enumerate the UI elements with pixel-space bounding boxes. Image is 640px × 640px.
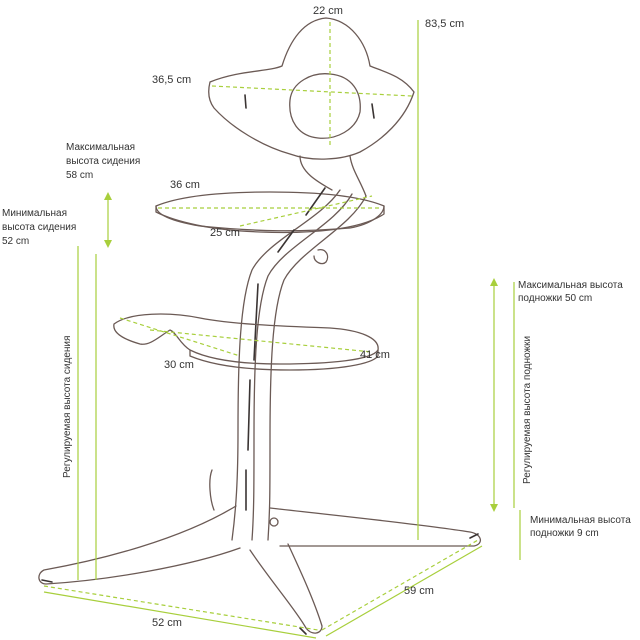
footrest-plate [113, 313, 379, 365]
base-hub-screw [269, 517, 279, 527]
dim-footrest-range-arrow-top [490, 278, 498, 286]
dim-seat-range-arrow-bottom [104, 240, 112, 248]
label-backrest-height: 22 cm [313, 5, 343, 17]
backrest-neck [299, 155, 367, 197]
stem-mid [251, 193, 353, 541]
base-leg-left [38, 505, 241, 585]
label-max-seat-height-2: высота сидения [66, 156, 140, 167]
dim-footrest-width [149, 329, 373, 353]
stem-slot-3 [253, 283, 259, 361]
chair-drawing [38, 17, 481, 635]
dim-footrest-range-arrow-bottom [490, 504, 498, 512]
dim-base-depth-solid [325, 545, 483, 637]
label-backrest-width: 36,5 cm [152, 74, 191, 86]
label-min-seat-height-2: высота сидения [2, 222, 76, 233]
label-footrest-min-2: подножки 9 cm [530, 528, 599, 539]
label-footrest-max-1: Максимальная высота [518, 280, 623, 291]
base-foot-back [299, 627, 307, 635]
adjust-knob-upper [313, 249, 329, 265]
backrest-slot-right [371, 103, 375, 119]
label-footrest-max-2: подножки 50 cm [518, 293, 592, 304]
base-foot-left [41, 579, 53, 583]
stem-slot-2 [277, 229, 295, 253]
label-min-seat-height-3: 52 cm [2, 236, 29, 247]
footrest-plate-edge [189, 349, 379, 371]
label-adjustable-footrest-height: Регулируемая высота подножки [522, 336, 533, 484]
base-leg-back [249, 543, 323, 634]
label-seat-width: 36 cm [170, 179, 200, 191]
dim-base-width-solid [43, 591, 317, 639]
label-adjustable-seat-height: Регулируемая высота сидения [62, 336, 73, 478]
label-min-seat-height-1: Минимальная [2, 208, 67, 219]
backrest-cutout [289, 73, 361, 139]
backrest-slot-left [244, 94, 247, 109]
stem-back [267, 195, 367, 541]
adjust-knob-lower [209, 469, 215, 511]
label-base-depth: 59 cm [404, 585, 434, 597]
label-total-height: 83,5 cm [425, 18, 464, 30]
label-footrest-min-1: Минимальная высота [530, 515, 631, 526]
dim-base-depth [321, 539, 479, 631]
label-seat-depth: 25 cm [210, 227, 240, 239]
label-base-width: 52 cm [152, 617, 182, 629]
label-max-seat-height-3: 58 cm [66, 170, 93, 181]
seat-plate-edge [155, 205, 385, 234]
dim-seat-range-arrow-top [104, 192, 112, 200]
label-max-seat-height-1: Максимальная [66, 142, 135, 153]
dim-backrest-width [211, 85, 413, 97]
stem-front [231, 189, 341, 541]
base-foot-right [469, 533, 479, 539]
stem-slot-4 [247, 379, 251, 451]
base-leg-right [269, 507, 481, 547]
label-footrest-depth: 30 cm [164, 359, 194, 371]
dim-base-width [43, 585, 319, 631]
dimension-labels: 22 cm 83,5 cm 36,5 cm Максимальная высот… [2, 5, 631, 629]
backrest-outline [208, 17, 415, 160]
dimension-lines [43, 20, 521, 639]
dim-seat-depth [239, 195, 373, 227]
label-footrest-width: 41 cm [360, 349, 390, 361]
